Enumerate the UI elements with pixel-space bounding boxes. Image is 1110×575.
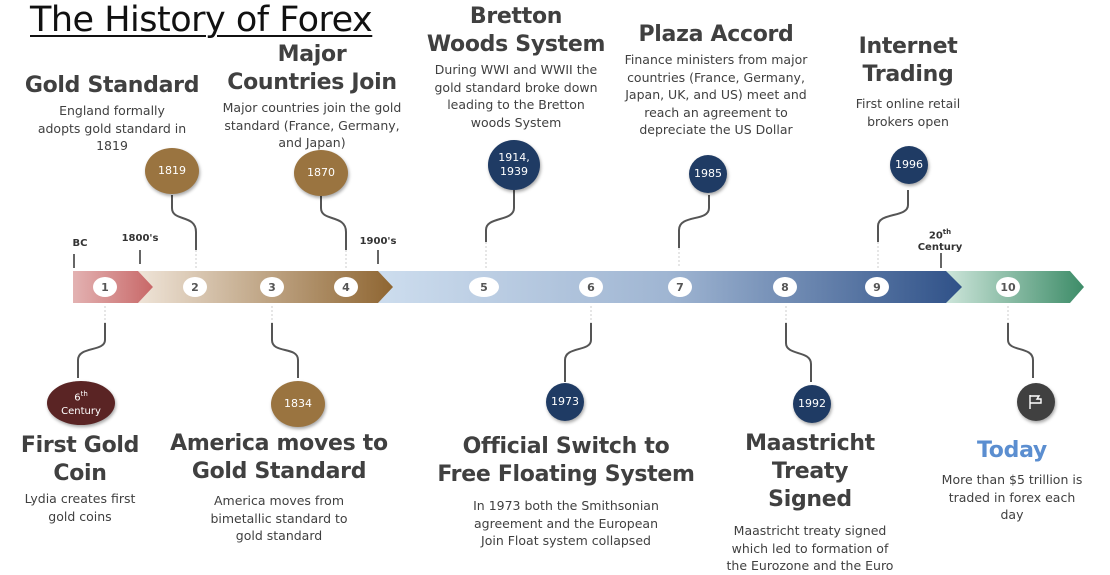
date-circle-1834[interactable]: 1834 xyxy=(271,381,325,427)
era-label-1900s: 1900's xyxy=(359,236,397,247)
connector-1834 xyxy=(271,323,299,378)
date-circle-1985[interactable]: 1985 xyxy=(689,155,727,193)
event-desc: More than $5 trillion is traded in forex… xyxy=(941,472,1083,522)
event-heading: Today xyxy=(977,438,1047,463)
connector-1914 xyxy=(485,190,515,242)
event-heading: Gold Standard xyxy=(24,73,200,98)
marker-3[interactable]: 3 xyxy=(260,277,284,297)
connectors-bottom xyxy=(77,323,1034,382)
event-plaza-accord: Plaza Accord Finance ministers from majo… xyxy=(616,21,816,139)
event-heading: Official Switch to Free Floating System xyxy=(437,434,695,487)
date-circle-1973[interactable]: 1973 xyxy=(546,383,584,421)
event-internet-trading: Internet Trading First online retail bro… xyxy=(833,33,983,130)
date-circle-1914-1939[interactable]: 1914, 1939 xyxy=(488,140,540,190)
event-america-gold-standard: America moves to Gold Standard America m… xyxy=(169,430,389,545)
marker-6[interactable]: 6 xyxy=(579,277,603,297)
marker-5[interactable]: 5 xyxy=(469,277,499,297)
event-heading: Internet Trading xyxy=(858,34,958,87)
flag-icon xyxy=(1029,395,1042,409)
event-desc: Maastricht treaty signed which led to fo… xyxy=(726,523,894,573)
event-desc: Major countries join the gold standard (… xyxy=(222,100,402,150)
event-bretton-woods: Bretton Woods System During WWI and WWII… xyxy=(426,3,606,131)
connectors-top xyxy=(171,190,909,250)
event-free-floating: Official Switch to Free Floating System … xyxy=(436,433,696,550)
date-circle-1996[interactable]: 1996 xyxy=(890,146,928,184)
today-circle[interactable] xyxy=(1017,383,1055,421)
connector-1819 xyxy=(171,195,197,250)
marker-9[interactable]: 9 xyxy=(865,277,889,297)
event-heading: Major Countries Join xyxy=(227,42,397,95)
connector-1985 xyxy=(678,195,710,248)
event-heading: Maastricht Treaty Signed xyxy=(745,431,875,512)
marker-7[interactable]: 7 xyxy=(668,277,692,297)
event-maastricht: Maastricht Treaty Signed Maastricht trea… xyxy=(720,430,900,575)
event-gold-standard: Gold Standard England formally adopts go… xyxy=(17,72,207,155)
marker-4[interactable]: 4 xyxy=(334,277,358,297)
marker-8[interactable]: 8 xyxy=(773,277,797,297)
page-title: The History of Forex xyxy=(30,0,373,40)
event-heading: America moves to Gold Standard xyxy=(170,431,388,484)
event-desc: England formally adopts gold standard in… xyxy=(37,103,187,153)
connector-today xyxy=(1007,323,1034,378)
connector-1996 xyxy=(877,190,909,242)
event-today: Today More than $5 trillion is traded in… xyxy=(932,437,1092,524)
event-heading: First Gold Coin xyxy=(20,433,140,486)
connector-1992 xyxy=(785,323,812,382)
event-desc: Lydia creates first gold coins xyxy=(24,491,136,524)
marker-1[interactable]: 1 xyxy=(93,277,117,297)
event-first-gold-coin: First Gold Coin Lydia creates first gold… xyxy=(5,432,155,525)
connector-1973 xyxy=(564,323,592,382)
connector-1870 xyxy=(320,196,347,250)
date-circle-1992[interactable]: 1992 xyxy=(793,385,831,423)
marker-10[interactable]: 10 xyxy=(996,277,1020,297)
event-desc: During WWI and WWII the gold standard br… xyxy=(434,62,598,130)
date-circle-1819[interactable]: 1819 xyxy=(145,148,199,194)
event-heading: Plaza Accord xyxy=(638,22,794,47)
marker-2[interactable]: 2 xyxy=(183,277,207,297)
connector-6th-century xyxy=(77,323,106,378)
event-desc: In 1973 both the Smithsonian agreement a… xyxy=(473,498,659,548)
event-desc: Finance ministers from major countries (… xyxy=(624,52,808,137)
era-label-1800s: 1800's xyxy=(121,233,159,244)
event-desc: America moves from bimetallic standard t… xyxy=(210,493,348,543)
event-major-countries-join: Major Countries Join Major countries joi… xyxy=(212,41,412,152)
event-heading: Bretton Woods System xyxy=(426,4,606,57)
event-desc: First online retail brokers open xyxy=(855,96,961,129)
era-label-bc: BC xyxy=(72,238,88,249)
date-circle-1870[interactable]: 1870 xyxy=(294,150,348,196)
